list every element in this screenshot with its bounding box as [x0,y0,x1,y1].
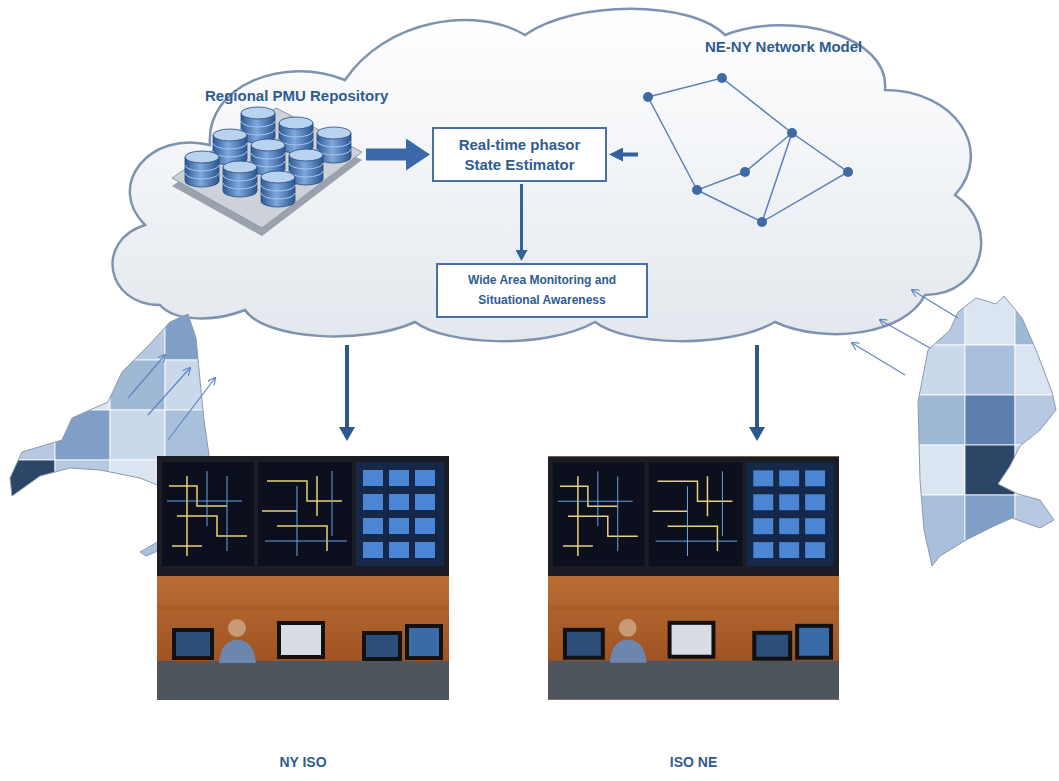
node-label: NY ISO [279,754,326,774]
database-icon [172,107,362,236]
connector-arrow [623,153,638,157]
control-room-photo [157,456,449,700]
control-room: NY ISO [157,456,449,774]
connector-arrow [520,184,523,250]
pmu-repository: Regional PMU Repository [188,100,364,240]
network-graph [648,78,848,222]
connector-arrow [366,149,406,161]
node-label: Regional PMU Repository [205,87,388,104]
cloud [113,9,982,341]
new-england-outline [918,296,1056,566]
node-label: NE-NY Network Model [705,38,862,55]
node-label: Real-time phasor State Estimator [440,135,599,174]
new-england-map [915,295,1059,570]
control-room: ISO NE [548,456,839,774]
process-box: Wide Area Monitoring and Situational Awa… [436,263,648,318]
down-arrows [347,345,757,428]
process-box: Real-time phasor State Estimator [432,127,607,182]
control-room-photo [548,456,839,699]
node-label: Wide Area Monitoring and Situational Awa… [444,271,640,309]
node-label: ISO NE [670,754,717,774]
network-model: NE-NY Network Model [640,70,860,232]
network-dots [643,73,853,227]
